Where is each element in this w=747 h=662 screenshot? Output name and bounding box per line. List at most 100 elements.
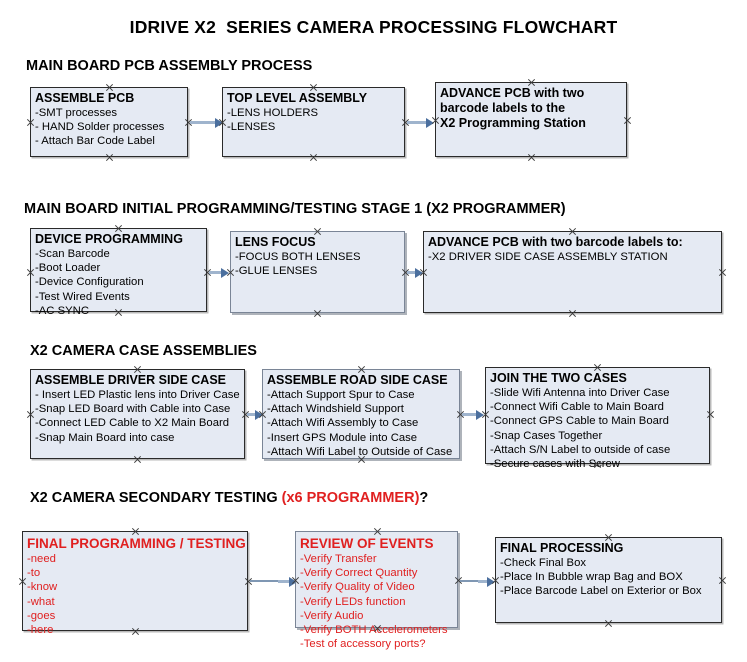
box-assemble-driver-side-case[interactable]: ASSEMBLE DRIVER SIDE CASE - Insert LED P…: [30, 369, 245, 459]
box-title: FINAL PROGRAMMING / TESTING: [27, 536, 246, 551]
box-line: - Insert LED Plastic lens into Driver Ca…: [35, 389, 240, 401]
connector-handle-left[interactable]: [291, 576, 300, 585]
connector-handle-bottom[interactable]: [133, 455, 142, 464]
connector-handle-left[interactable]: [431, 116, 440, 125]
connector-handle-left[interactable]: [491, 576, 500, 585]
box-title: FINAL PROCESSING: [500, 541, 624, 555]
connector-handle-bottom[interactable]: [527, 153, 536, 162]
connector-handle-left[interactable]: [26, 268, 35, 277]
arrow-review-to-final-processing: [478, 576, 495, 587]
box-review-of-events[interactable]: REVIEW OF EVENTS -Verify Transfer -Verif…: [295, 531, 458, 650]
connector-handle-top[interactable]: [114, 224, 123, 233]
connector-handle-bottom[interactable]: [309, 153, 318, 162]
box-line: -Connect GPS Cable to Main Board: [490, 415, 669, 428]
connector-handle-left[interactable]: [481, 410, 490, 419]
connector-handle-left[interactable]: [18, 577, 27, 586]
connector-handle-right[interactable]: [623, 116, 632, 125]
box-title: JOIN THE TWO CASES: [490, 371, 627, 385]
box-line: -goes: [27, 609, 56, 622]
box-line: -Insert GPS Module into Case: [267, 431, 418, 444]
connector-handle-right[interactable]: [718, 268, 727, 277]
connector-handle-top[interactable]: [527, 78, 536, 87]
box-line: -Attach Windshield Support: [267, 403, 404, 416]
box-line: -Secure cases with Screw: [490, 458, 620, 471]
connector-handle-right[interactable]: [706, 410, 715, 419]
connector-handle-top[interactable]: [373, 527, 382, 536]
connector-handle-bottom[interactable]: [568, 309, 577, 318]
connector-handle-left[interactable]: [419, 268, 428, 277]
box-line: -Connect LED Cable to X2 Main Board: [35, 417, 230, 430]
section-heading-1-text: MAIN BOARD PCB ASSEMBLY PROCESS: [26, 58, 313, 74]
section-heading-4-accent: (x6 PROGRAMMER): [281, 490, 420, 506]
arrow-final-to-review: [278, 576, 297, 587]
connector-handle-right[interactable]: [718, 576, 727, 585]
box-join-the-two-cases[interactable]: JOIN THE TWO CASES -Slide Wifi Antenna i…: [485, 367, 710, 470]
box-top-level-assembly[interactable]: TOP LEVEL ASSEMBLY -LENS HOLDERS -LENSES: [222, 87, 405, 157]
box-title: ADVANCE PCB with two barcode labels to:: [428, 235, 683, 249]
box-body: -X2 DRIVER SIDE CASE ASSEMBLY STATION: [428, 250, 718, 264]
arrow-device-to-lensfocus: [209, 267, 229, 278]
arrow-road-to-join: [462, 409, 484, 420]
connector-handle-top[interactable]: [313, 227, 322, 236]
connector-handle-bottom[interactable]: [604, 619, 613, 628]
section-heading-1: MAIN BOARD PCB ASSEMBLY PROCESS: [26, 58, 312, 74]
box-line: -Verify LEDs function: [300, 595, 406, 608]
box-final-programming-testing[interactable]: FINAL PROGRAMMING / TESTING -need -to -k…: [22, 531, 248, 636]
box-line: -Snap Cases Together: [490, 429, 603, 442]
box-device-programming[interactable]: DEVICE PROGRAMMING -Scan Barcode -Boot L…: [30, 228, 207, 317]
box-title-line3: X2 Programming Station: [440, 116, 586, 130]
section-heading-2-text: MAIN BOARD INITIAL PROGRAMMING/TESTING S…: [24, 201, 566, 217]
connector-handle-left[interactable]: [26, 410, 35, 419]
box-body: -FOCUS BOTH LENSES -GLUE LENSES: [235, 250, 401, 278]
box-line: -GLUE LENSES: [235, 265, 318, 278]
connector-handle-top[interactable]: [309, 83, 318, 92]
box-line: -LENS HOLDERS: [227, 107, 319, 119]
box-line: -X2 DRIVER SIDE CASE ASSEMBLY STATION: [428, 251, 668, 263]
box-title: ASSEMBLE PCB: [35, 91, 135, 105]
box-advance-pcb-driver-side[interactable]: ADVANCE PCB with two barcode labels to: …: [423, 231, 722, 313]
section-heading-4: X2 CAMERA SECONDARY TESTING (x6 PROGRAMM…: [30, 490, 428, 506]
connector-handle-top[interactable]: [604, 533, 613, 542]
box-lens-focus[interactable]: LENS FOCUS -FOCUS BOTH LENSES -GLUE LENS…: [230, 231, 405, 313]
connector-handle-top[interactable]: [593, 363, 602, 372]
connector-handle-bottom[interactable]: [357, 455, 366, 464]
connector-handle-bottom[interactable]: [373, 624, 382, 633]
connector-handle-left[interactable]: [218, 118, 227, 127]
connector-handle-bottom[interactable]: [105, 153, 114, 162]
section-heading-3: X2 CAMERA CASE ASSEMBLIES: [30, 343, 257, 359]
box-final-processing[interactable]: FINAL PROCESSING -Check Final Box -Place…: [495, 537, 722, 623]
connector-handle-bottom[interactable]: [313, 309, 322, 318]
box-line: -Place In Bubble wrap Bag and BOX: [500, 571, 683, 584]
connector-handle-bottom[interactable]: [593, 460, 602, 469]
box-title: ADVANCE PCB with two: [440, 86, 585, 100]
box-line: -Connect Wifi Cable to Main Board: [490, 401, 664, 414]
box-body: -Verify Transfer -Verify Correct Quantit…: [300, 552, 454, 651]
connector-handle-top[interactable]: [105, 83, 114, 92]
box-line: -Place Barcode Label on Exterior or Box: [500, 585, 702, 598]
connector-handle-left[interactable]: [26, 118, 35, 127]
connector-handle-left[interactable]: [258, 410, 267, 419]
box-advance-pcb-station[interactable]: ADVANCE PCB with two barcode labels to t…: [435, 82, 627, 157]
box-line: - HAND Solder processes: [35, 121, 165, 134]
connector-handle-left[interactable]: [226, 268, 235, 277]
box-line: - Attach Bar Code Label: [35, 135, 155, 148]
box-assemble-road-side-case[interactable]: ASSEMBLE ROAD SIDE CASE -Attach Support …: [262, 369, 460, 459]
box-line: -FOCUS BOTH LENSES: [235, 251, 361, 263]
box-line: -AC SYNC: [35, 304, 89, 317]
box-body: -Scan Barcode -Boot Loader -Device Confi…: [35, 247, 203, 318]
section-heading-2: MAIN BOARD INITIAL PROGRAMMING/TESTING S…: [24, 201, 566, 217]
box-assemble-pcb[interactable]: ASSEMBLE PCB -SMT processes - HAND Solde…: [30, 87, 188, 157]
arrow-toplevel-to-advance: [407, 117, 434, 128]
connector-handle-bottom[interactable]: [131, 627, 140, 636]
box-line: -to: [27, 567, 41, 580]
arrow-pcb-to-toplevel: [190, 117, 223, 128]
box-line: -Slide Wifi Antenna into Driver Case: [490, 387, 670, 399]
connector-handle-top[interactable]: [357, 365, 366, 374]
connector-handle-top[interactable]: [133, 365, 142, 374]
box-line: -know: [27, 581, 58, 594]
section-heading-4-text: X2 CAMERA SECONDARY TESTING: [30, 490, 282, 506]
connector-handle-top[interactable]: [568, 227, 577, 236]
connector-handle-bottom[interactable]: [114, 308, 123, 317]
connector-handle-top[interactable]: [131, 527, 140, 536]
box-line: -Verify Transfer: [300, 553, 377, 565]
